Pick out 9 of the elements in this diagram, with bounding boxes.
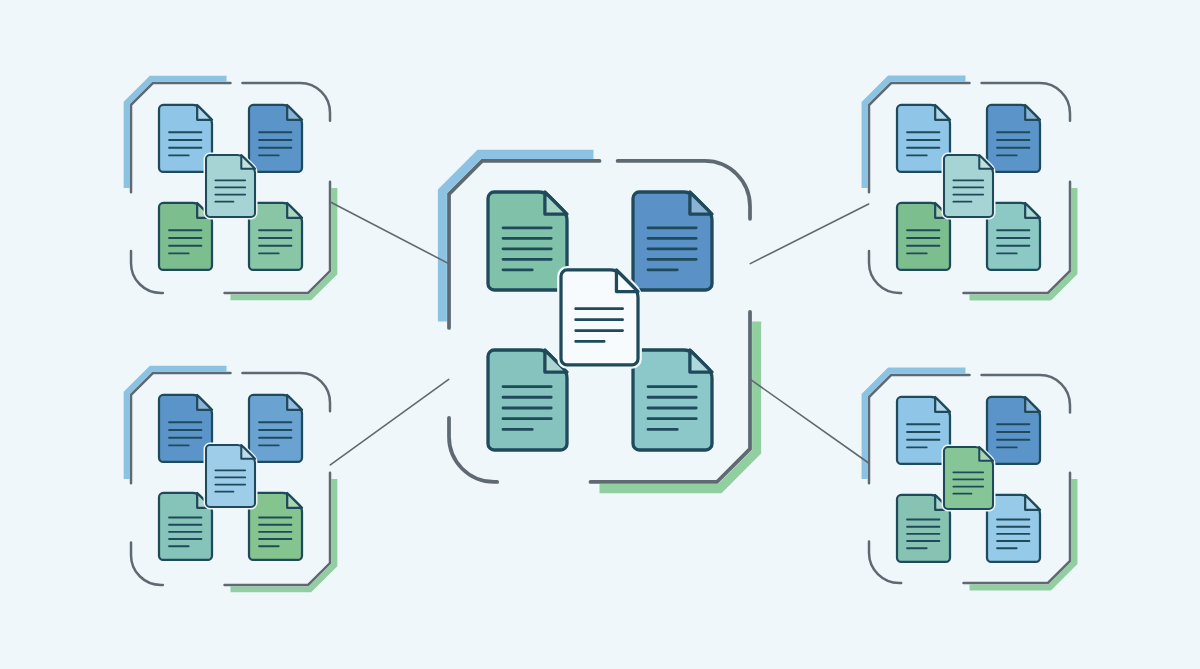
connector-line (329, 201, 450, 265)
connector-line (749, 203, 870, 265)
connector-line (749, 378, 870, 464)
group-frame (123, 365, 338, 593)
group-frame (437, 149, 762, 494)
group-frame (123, 75, 338, 301)
group-frame (861, 367, 1078, 591)
group-frame (861, 75, 1078, 301)
connector-line (329, 378, 450, 466)
